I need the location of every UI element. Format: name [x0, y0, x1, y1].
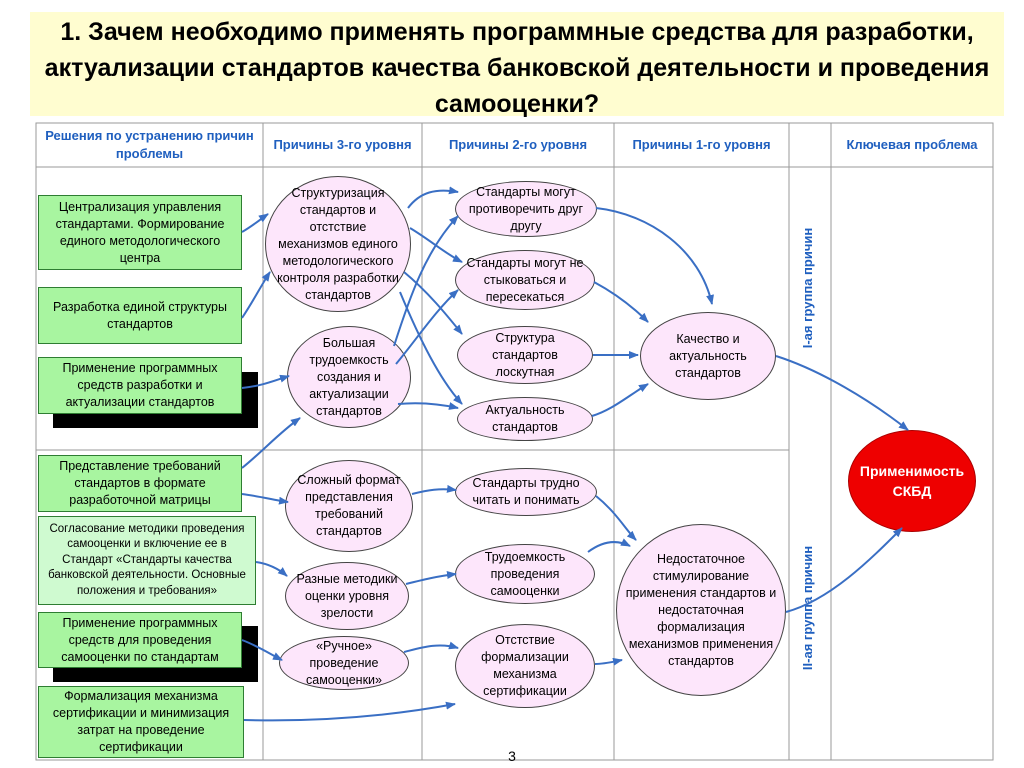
arrow-connector: [403, 641, 459, 653]
cause2-node-3: Структура стандартов лоскутная: [457, 326, 593, 384]
arrow-connector: [595, 495, 637, 541]
arrow-connector: [411, 484, 457, 495]
arrow-connector: [255, 561, 288, 577]
cause3-node-2: Большая трудоемкость создания и актуализ…: [287, 326, 411, 428]
arrow-connector: [591, 383, 649, 417]
cause2-node-4: Актуальность стандартов: [457, 397, 593, 441]
cause1-node-1: Качество и актуальность стандартов: [640, 312, 776, 400]
arrow-connector: [405, 571, 457, 585]
cause2-node-1: Стандарты могут противоречить друг другу: [455, 181, 597, 237]
header-causes-level3: Причины 3-го уровня: [273, 137, 412, 152]
arrow-connector: [243, 701, 456, 722]
arrow-connector: [241, 639, 283, 661]
cause2-node-7: Отстствие формализации механизма сертифи…: [455, 624, 595, 708]
arrow-connector: [395, 289, 459, 365]
arrow-connector: [587, 538, 631, 553]
solution-box-4: Представление требований стандартов в фо…: [38, 455, 242, 512]
arrow-connector: [241, 493, 289, 505]
arrow-connector: [397, 402, 459, 410]
arrow-connector: [409, 227, 463, 263]
solution-box-5: Согласование методики проведения самооце…: [38, 516, 256, 605]
header-key-problem: Ключевая проблема: [846, 137, 978, 152]
solution-box-2: Разработка единой структуры стандартов: [38, 287, 242, 344]
arrow-connector: [775, 355, 909, 431]
cause2-node-2: Стандарты могут не стыковаться и пересек…: [455, 250, 595, 310]
cause3-node-1: Структуризация стандартов и отстствие ме…: [265, 176, 411, 312]
header-causes-level2: Причины 2-го уровня: [448, 137, 588, 152]
arrow-connector: [241, 213, 269, 233]
cause3-node-5: «Ручное» проведение самооценки»: [279, 636, 409, 690]
header-solutions: Решения по устранению причин проблемы: [45, 128, 254, 161]
key-problem-node: Применимость СКБД: [848, 430, 976, 532]
arrow-connector: [403, 271, 463, 335]
solution-box-7: Формализация механизма сертификации и ми…: [38, 686, 244, 758]
solution-box-1: Централизация управления стандартами. Фо…: [38, 195, 242, 270]
arrow-connector: [785, 527, 903, 613]
solution-box-3: Применение программных средств разработк…: [38, 357, 242, 414]
slide-title: 1. Зачем необходимо применять программны…: [44, 18, 990, 118]
arrow-connector: [241, 374, 290, 389]
cause3-node-4: Разные методики оценки уровня зрелости: [285, 562, 409, 630]
arrow-connector: [407, 186, 459, 209]
header-causes-level1: Причины 1-го уровня: [632, 137, 771, 152]
arrow-connector: [241, 417, 301, 469]
arrow-connector: [393, 215, 459, 347]
arrow-connector: [241, 271, 271, 319]
arrow-connector: [595, 207, 714, 305]
arrow-connector: [593, 281, 649, 323]
cause1-node-2: Недостаточное стимулирование применения …: [616, 524, 786, 696]
cause3-node-3: Сложный формат представления требований …: [285, 460, 413, 552]
solution-box-6: Применение программных средств для прове…: [38, 612, 242, 668]
arrow-connector: [594, 657, 623, 666]
cause2-node-6: Трудоемкость проведения самооценки: [455, 544, 595, 604]
page-number: 3: [508, 748, 516, 764]
title-background: [30, 12, 1004, 116]
